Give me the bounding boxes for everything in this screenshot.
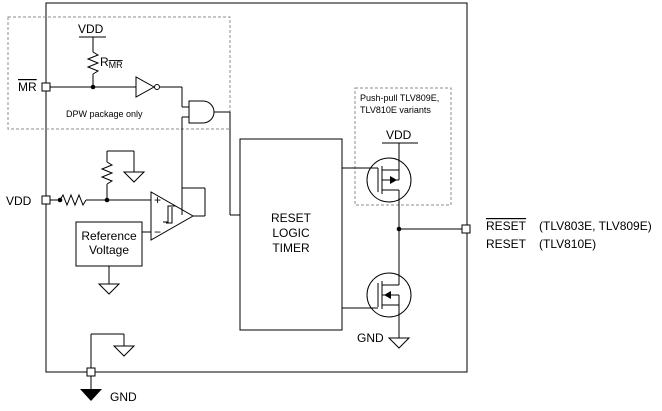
- rmr-resistor: [86, 51, 100, 75]
- divider-top-resistor: [100, 161, 114, 185]
- reset-output-pin: [461, 224, 471, 234]
- pmos-body-arrow: [390, 176, 397, 184]
- mr-pin: [41, 82, 51, 92]
- and-gate: [188, 100, 215, 124]
- gnd-pin-ground-symbol: [80, 389, 102, 401]
- vdd-top-label: VDD: [78, 22, 104, 36]
- reference-label-line2: Voltage: [89, 243, 129, 257]
- comparator-minus: −: [154, 225, 161, 239]
- dpw-package-note: DPW package only: [66, 109, 143, 119]
- mr-inverter-bubble: [154, 84, 160, 90]
- comparator-plus: +: [154, 193, 161, 207]
- pushpull-region: [354, 87, 452, 206]
- reference-label-line1: Reference: [81, 229, 137, 243]
- inner-ground-symbol: [112, 345, 136, 357]
- nmos-transistor: [366, 272, 412, 318]
- vdd-pin: [41, 195, 51, 205]
- mr-pin-label: MR: [18, 80, 37, 94]
- nmos-ground-symbol: [387, 337, 411, 349]
- vdd-pushpull-label: VDD: [386, 128, 412, 142]
- reset-block-line1: RESET: [271, 211, 312, 225]
- pushpull-note-line1: Push-pull TLV809E,: [360, 93, 439, 103]
- reset-block-line3: TIMER: [272, 241, 310, 255]
- nmos-body-arrow: [384, 291, 391, 299]
- comparator: [150, 191, 195, 241]
- reset-parts-label: (TLV810E): [539, 237, 596, 251]
- reset-bar-parts-label: (TLV803E, TLV809E): [539, 219, 652, 233]
- pushpull-note-line2: TLV810E variants: [360, 105, 431, 115]
- gnd-pin: [86, 367, 96, 377]
- reset-block-line2: LOGIC: [272, 226, 310, 240]
- vdd-series-resistor: [59, 193, 87, 207]
- reset-bar-output-label: RESET: [486, 219, 527, 233]
- mr-inverter: [135, 76, 156, 98]
- gnd-pin-label: GND: [110, 390, 137, 404]
- reset-logic-timer-block: [239, 138, 343, 331]
- reference-ground-symbol: [97, 283, 121, 295]
- hysteresis-icon: [163, 205, 176, 224]
- rmr-label: RMR: [100, 55, 123, 70]
- pmos-transistor: [366, 157, 412, 203]
- vdd-pin-label: VDD: [6, 194, 32, 208]
- dpw-package-region: [7, 16, 231, 130]
- gnd-inner-label: GND: [357, 331, 384, 345]
- device-outline: [45, 2, 468, 373]
- reset-output-label: RESET: [486, 237, 527, 251]
- divider-ground-symbol: [122, 171, 146, 183]
